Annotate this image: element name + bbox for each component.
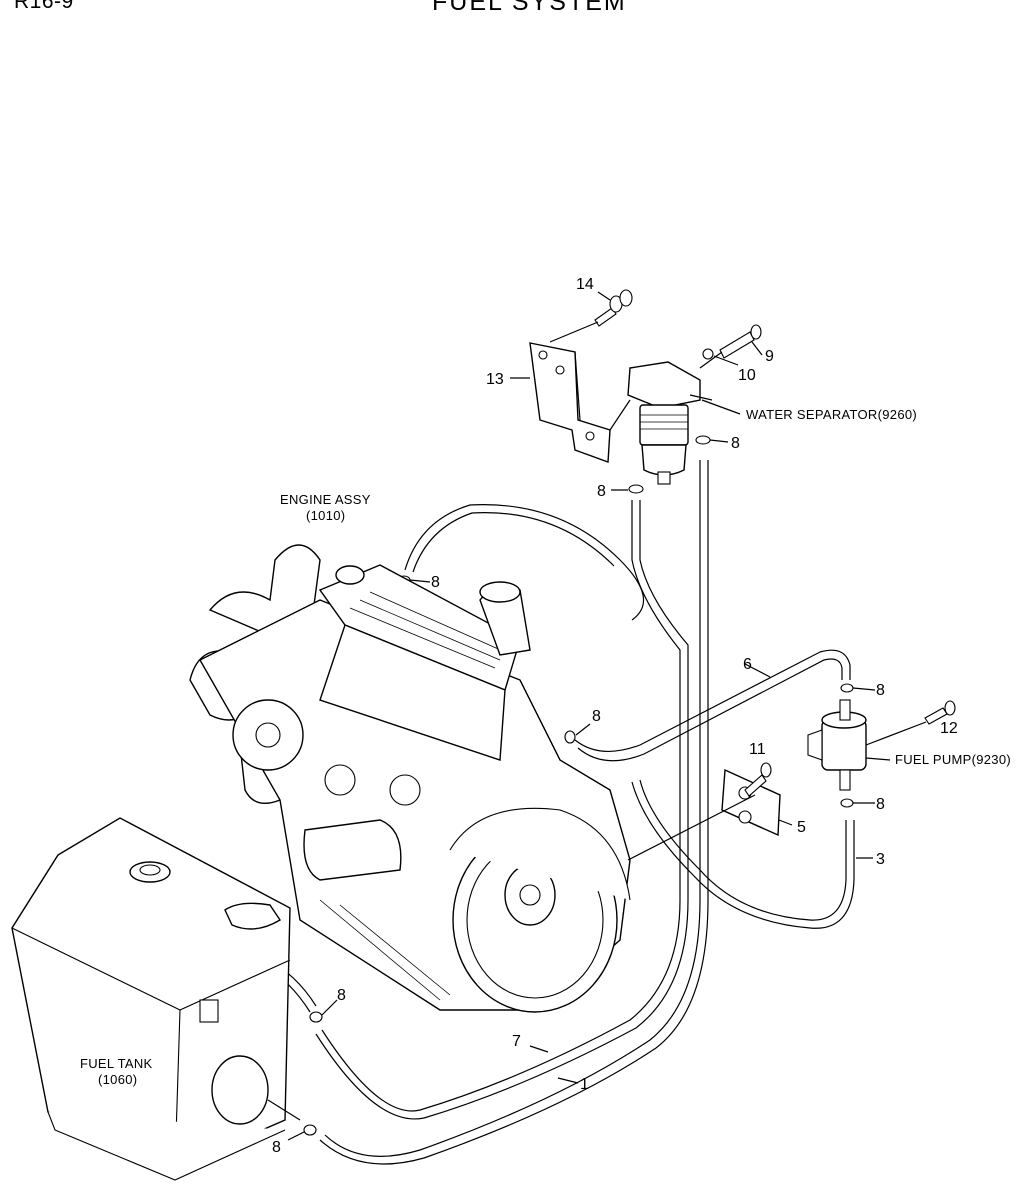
callout-8-engine-side: 8 xyxy=(592,708,601,725)
callout-8-inlet: 8 xyxy=(597,483,606,500)
callout-8-separator: 8 xyxy=(731,435,740,452)
text-labels: ENGINE ASSY (1010) WATER SEPARATOR(9260)… xyxy=(80,407,1011,1087)
water-separator-label: WATER SEPARATOR(9260) xyxy=(746,407,917,422)
fuel-pump xyxy=(807,699,867,791)
callout-8-pump-top: 8 xyxy=(876,682,885,699)
bolt-9 xyxy=(699,324,762,369)
callout-9: 9 xyxy=(765,348,774,365)
callout-10: 10 xyxy=(738,367,756,384)
callout-8-tank-bottom: 8 xyxy=(272,1139,281,1156)
callout-12: 12 xyxy=(940,720,958,737)
engine-assy xyxy=(189,544,631,1013)
callout-13: 13 xyxy=(486,371,504,388)
callout-8-pump-bottom: 8 xyxy=(876,796,885,813)
fuel-pump-label: FUEL PUMP(9230) xyxy=(895,752,1011,767)
water-separator xyxy=(609,361,713,485)
plate-5 xyxy=(721,768,781,837)
leader-lines xyxy=(287,291,891,1141)
fuel-tank-label: FUEL TANK xyxy=(80,1056,153,1071)
callout-7: 7 xyxy=(512,1033,521,1050)
callout-6: 6 xyxy=(743,656,752,673)
callout-14: 14 xyxy=(576,276,594,293)
callout-5: 5 xyxy=(797,819,806,836)
fuel-tank-code: (1060) xyxy=(98,1072,137,1087)
callout-1: 1 xyxy=(580,1076,589,1093)
callout-numbers: 14 13 9 10 8 8 8 8 6 8 12 11 8 5 3 8 7 1… xyxy=(272,276,958,1156)
engine-code: (1010) xyxy=(306,508,345,523)
page-title: FUEL SYSTEM xyxy=(432,0,627,16)
doc-id: R16-9 xyxy=(14,0,74,13)
fuel-tank xyxy=(11,817,301,1181)
bolt-12 xyxy=(865,700,956,746)
washer-10 xyxy=(702,348,714,360)
callout-8-tank-vent: 8 xyxy=(337,987,346,1004)
callout-11: 11 xyxy=(749,741,766,758)
engine-label: ENGINE ASSY xyxy=(280,492,371,507)
bracket-13 xyxy=(529,342,611,463)
callout-3: 3 xyxy=(876,851,885,868)
bolt-11 xyxy=(627,762,772,861)
callout-8-engine-top: 8 xyxy=(431,574,440,591)
bolt-14 xyxy=(549,289,633,343)
